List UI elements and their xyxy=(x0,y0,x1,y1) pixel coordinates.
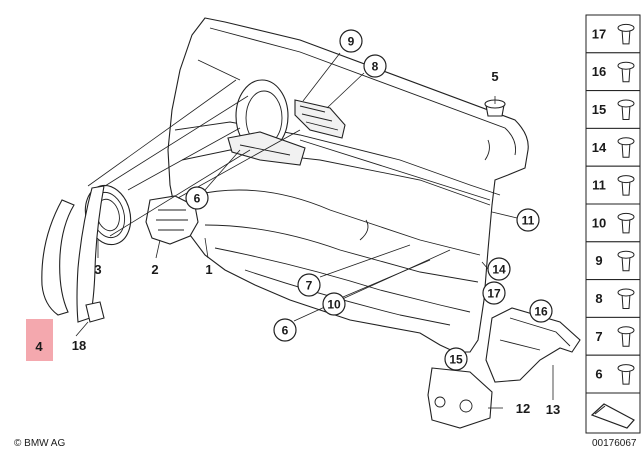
callout-15: 15 xyxy=(444,347,468,371)
side-panel-item: 11 xyxy=(585,165,641,205)
side-panel-item: 10 xyxy=(585,203,641,243)
fastener-side-panel: 17 16 15 14 11 10 9 8 7 6 xyxy=(585,14,641,394)
grab-handle-part xyxy=(76,185,105,323)
fastener-icon xyxy=(617,288,635,297)
callout-8: 8 xyxy=(363,54,387,78)
fastener-icon xyxy=(617,175,635,184)
door-panel xyxy=(167,17,529,353)
highlight-box xyxy=(26,319,53,361)
callout-17: 17 xyxy=(482,281,506,305)
callout-9: 9 xyxy=(339,29,363,53)
fastener-icon xyxy=(617,364,635,373)
callout-7-text: 7 xyxy=(306,279,313,293)
door-handle-part xyxy=(145,195,199,245)
side-panel-item: 14 xyxy=(585,127,641,167)
callout-17-text: 17 xyxy=(487,287,501,301)
side-panel-number: 15 xyxy=(592,102,606,117)
housing-part xyxy=(485,307,581,383)
side-panel-number: 9 xyxy=(595,253,602,268)
callout-16-text: 16 xyxy=(534,305,548,319)
callout-11: 11 xyxy=(516,208,540,232)
side-panel-number: 16 xyxy=(592,64,606,79)
callout-10: 10 xyxy=(322,292,346,316)
callout-9-text: 9 xyxy=(348,35,355,49)
label-2: 2 xyxy=(151,262,158,277)
label-12: 12 xyxy=(516,401,530,416)
side-panel-item: 15 xyxy=(585,90,641,129)
side-panel-number: 11 xyxy=(592,178,606,193)
callout-16: 16 xyxy=(529,299,553,323)
label-5: 5 xyxy=(491,69,498,84)
fastener-icon xyxy=(617,137,635,146)
side-panel-item: 7 xyxy=(585,316,641,356)
leader-lines xyxy=(75,52,554,409)
callout-11-text: 11 xyxy=(522,214,535,228)
callout-7: 7 xyxy=(297,273,321,297)
callout-8-text: 8 xyxy=(372,60,379,74)
fastener-icon xyxy=(617,212,635,221)
label-1: 1 xyxy=(205,262,212,277)
fastener-icon xyxy=(617,99,635,108)
fastener-icon xyxy=(617,250,635,259)
fastener-icon xyxy=(617,23,635,32)
trim-strip-part xyxy=(41,199,75,316)
callout-6-upper: 6 xyxy=(185,186,209,210)
side-panel-item: 8 xyxy=(585,279,641,318)
side-panel-number: 6 xyxy=(595,367,602,382)
side-panel-item: 17 xyxy=(585,14,641,54)
callout-14-text: 14 xyxy=(492,263,506,277)
callout-6-upper-text: 6 xyxy=(194,192,201,206)
callout-6-lower-text: 6 xyxy=(282,324,289,338)
side-panel-number: 14 xyxy=(592,140,607,155)
fastener-icon xyxy=(617,61,635,70)
side-panel-number: 8 xyxy=(595,291,602,306)
side-panel-number: 17 xyxy=(592,26,606,41)
bracket-part xyxy=(427,367,493,429)
side-panel-item: 6 xyxy=(585,354,641,394)
label-13: 13 xyxy=(546,402,560,417)
callout-14: 14 xyxy=(487,257,511,281)
doc-number: 00176067 xyxy=(592,438,637,449)
label-18: 18 xyxy=(72,338,86,353)
callout-15-text: 15 xyxy=(449,353,463,367)
callout-10-text: 10 xyxy=(327,298,341,312)
side-panel-item: 16 xyxy=(585,52,641,92)
callout-6-lower: 6 xyxy=(273,318,297,342)
side-panel-item: 9 xyxy=(585,241,641,281)
side-panel-number: 7 xyxy=(595,329,602,344)
fastener-icon xyxy=(617,326,635,335)
window-switch-block xyxy=(294,99,346,139)
brand-text: © BMW AG xyxy=(14,438,65,449)
side-panel-number: 10 xyxy=(592,215,606,230)
corner-arrow-icon xyxy=(585,392,641,434)
label-3: 3 xyxy=(94,262,101,277)
label-4: 4 xyxy=(35,339,43,354)
